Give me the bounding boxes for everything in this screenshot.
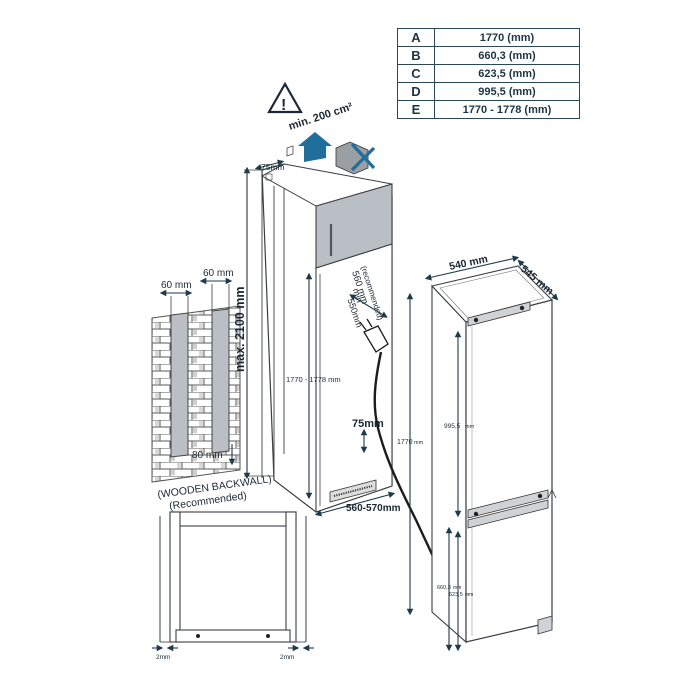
lower-c-unit: mm bbox=[465, 592, 473, 598]
max-height-label: max. 2100 mm bbox=[233, 287, 247, 372]
top-hinge bbox=[467, 301, 531, 327]
row-value: 660,3 (mm) bbox=[434, 46, 580, 65]
row-key: E bbox=[397, 100, 435, 119]
vent-socket-icon bbox=[286, 145, 294, 157]
row-value: 995,5 (mm) bbox=[434, 82, 580, 101]
gap-bottom-label: 80 mm bbox=[192, 450, 223, 461]
upper-height-unit: mm bbox=[465, 424, 475, 430]
top-depth-dimension bbox=[254, 159, 285, 171]
total-height-unit: mm bbox=[414, 440, 424, 446]
backwall-illustration: 60 mm 60 mm 80 mm (WOODEN BACKWALL) (Rec… bbox=[151, 268, 272, 512]
depth-dimension bbox=[349, 294, 388, 318]
niche-width-label: 560-570mm bbox=[346, 503, 401, 514]
lower-c-label: 623,5 bbox=[449, 592, 463, 598]
table-row: D 995,5 (mm) bbox=[397, 82, 580, 101]
niche-width-dimension bbox=[314, 491, 396, 517]
appliance-illustration: 540 mm 545 mm 1770 mm 995,5 mm 660,3 mm … bbox=[397, 253, 559, 652]
upper-height-label: 995,5 bbox=[444, 423, 461, 430]
blocked-vent-box bbox=[335, 141, 369, 175]
backwall-left-strip bbox=[170, 312, 189, 458]
row-value: 623,5 (mm) bbox=[434, 64, 580, 83]
row-key: B bbox=[397, 46, 435, 65]
warning-icon bbox=[267, 81, 303, 114]
table-row: B 660,3 (mm) bbox=[397, 46, 580, 65]
table-row: E 1770 - 1778 (mm) bbox=[397, 100, 580, 119]
row-value: 1770 (mm) bbox=[434, 28, 580, 47]
total-height-label: 1770 bbox=[397, 439, 413, 446]
frame-illustration: 2mm 2mm bbox=[152, 511, 314, 661]
warning-symbol: ! bbox=[281, 97, 286, 114]
niche-height-label: 1770 - 1778 mm bbox=[286, 375, 341, 384]
lower-b-unit: mm bbox=[453, 585, 461, 591]
backwall-right-strip bbox=[211, 308, 230, 454]
gap-left-label: 60 mm bbox=[161, 280, 192, 291]
width-dimension bbox=[424, 255, 520, 281]
top-depth-label: 75mm bbox=[261, 162, 285, 172]
frame-gap-right-label: 2mm bbox=[280, 654, 294, 661]
table-row: C 623,5 (mm) bbox=[397, 64, 580, 83]
row-key: D bbox=[397, 82, 435, 101]
gap-right-label: 60 mm bbox=[203, 268, 234, 279]
bottom-hinge bbox=[537, 615, 553, 635]
row-key: C bbox=[397, 64, 435, 83]
row-value: 1770 - 1778 (mm) bbox=[434, 100, 580, 119]
ventilation-indicator: ! min. 200 cm² bbox=[267, 81, 376, 175]
row-key: A bbox=[397, 28, 435, 47]
airflow-up-arrow-icon bbox=[298, 132, 332, 162]
table-row: A 1770 (mm) bbox=[397, 28, 580, 47]
blocked-x-icon bbox=[350, 142, 376, 172]
width-label: 540 mm bbox=[448, 253, 489, 273]
lower-b-label: 660,3 bbox=[437, 585, 451, 591]
frame-gap-left-label: 2mm bbox=[156, 654, 170, 661]
power-plug bbox=[363, 325, 389, 353]
cabinet-illustration: 75mm max. 2100 mm 1770 - 1778 mm 560 mm … bbox=[233, 159, 454, 601]
dimension-table: A 1770 (mm) B 660,3 (mm) C 623,5 (mm) D … bbox=[397, 28, 580, 119]
depth-dimension-appliance bbox=[517, 259, 559, 301]
